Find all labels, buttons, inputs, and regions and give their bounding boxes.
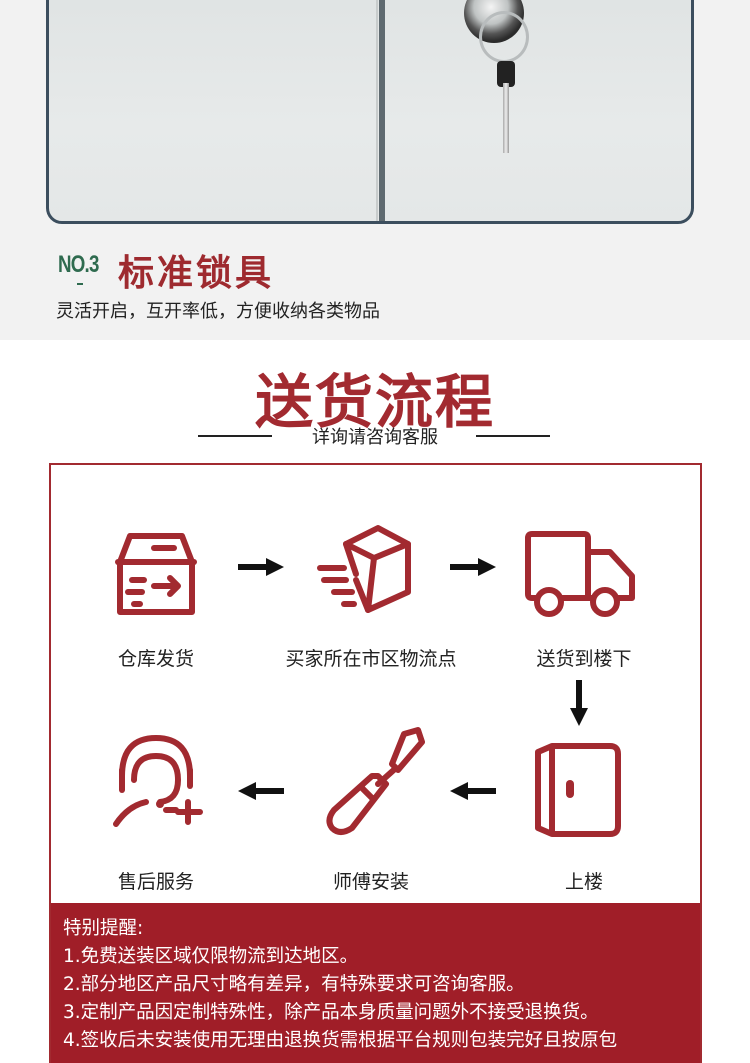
notice-item: 4.签收后未安装使用无理由退换货需根据平台规则包装完好且按原包 <box>63 1030 618 1051</box>
door-icon <box>535 743 621 837</box>
process-subtitle-row: 详询请咨询客服 <box>0 423 750 449</box>
notice-item: 1.免费送装区域仅限物流到达地区。 <box>63 946 359 967</box>
delivery-truck-icon <box>525 531 635 617</box>
arrow-left-icon <box>450 782 496 800</box>
step-label: 仓库发货 <box>117 648 194 670</box>
notice-item: 3.定制产品因定制特殊性，除产品本身质量问题外不接受退换货。 <box>63 1002 599 1023</box>
cabinet-photo <box>46 0 694 224</box>
feature-number-underline <box>77 283 83 285</box>
arrow-right-icon <box>450 558 496 576</box>
key-head <box>497 61 515 87</box>
key-ring <box>479 11 529 63</box>
process-title: 送货流程 <box>254 368 495 436</box>
notice-heading: 特别提醒: <box>63 918 144 939</box>
product-photo-section: NO.3 标准锁具 灵活开启，互开率低，方便收纳各类物品 <box>0 0 750 340</box>
divider-left <box>198 435 272 437</box>
feature-description: 灵活开启，互开率低，方便收纳各类物品 <box>56 301 380 322</box>
divider-right <box>476 435 550 437</box>
special-notice: 特别提醒: 1.免费送装区域仅限物流到达地区。 2.部分地区产品尺寸略有差异，有… <box>51 903 700 1063</box>
key-blade <box>503 83 509 153</box>
process-subtitle: 详询请咨询客服 <box>312 427 438 448</box>
feature-title: 标准锁具 <box>118 253 275 294</box>
screwdriver-icon <box>326 727 425 835</box>
notice-item: 2.部分地区产品尺寸略有差异，有特殊要求可咨询客服。 <box>63 974 525 995</box>
customer-service-icon <box>113 735 203 827</box>
step-label: 售后服务 <box>117 871 194 893</box>
arrow-down-icon <box>570 680 588 726</box>
step-label: 送货到楼下 <box>536 648 632 670</box>
feature-number: NO.3 <box>58 251 99 278</box>
warehouse-box-icon <box>115 533 197 615</box>
step-label: 师傅安装 <box>332 871 409 893</box>
package-box-icon <box>317 525 411 613</box>
step-label: 上楼 <box>564 871 603 893</box>
arrow-right-icon <box>238 558 284 576</box>
arrow-left-icon <box>238 782 284 800</box>
step-label: 买家所在市区物流点 <box>285 648 457 670</box>
door-gap <box>376 0 385 221</box>
